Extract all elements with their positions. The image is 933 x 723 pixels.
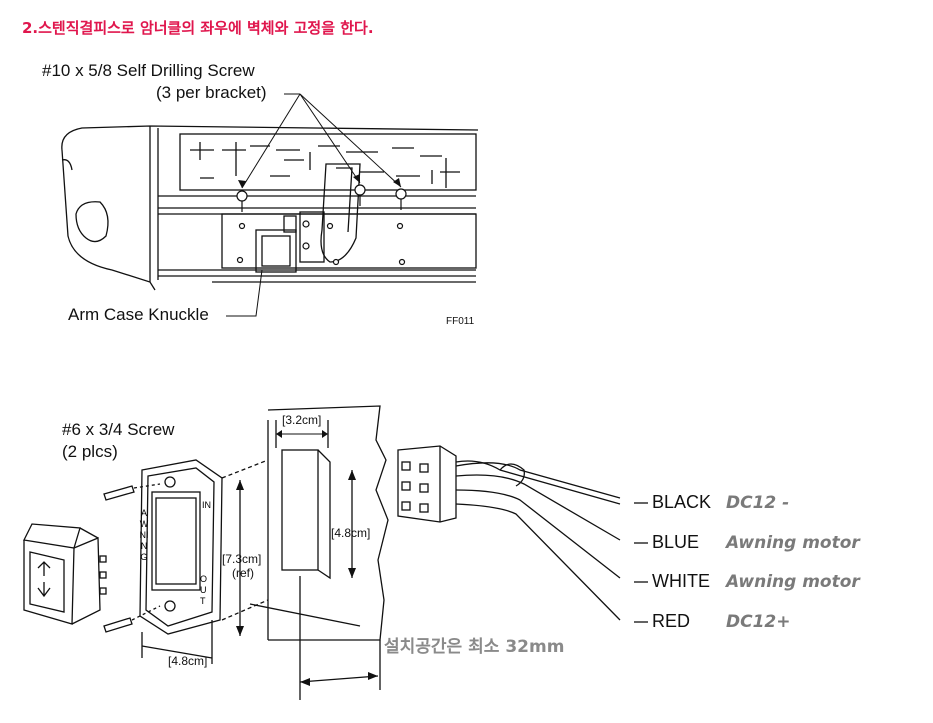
wire-black-function: DC12 -	[726, 493, 790, 513]
step-heading: 2.스텐직결피스로 암너클의 좌우에 벽체와 고정을 한다.	[22, 19, 374, 37]
wire-red-function: DC12+	[726, 612, 791, 632]
bezel-out-text: OUT	[200, 574, 208, 606]
dim-bezel-width: [4.8cm]	[168, 654, 208, 668]
screw-note: (3 per bracket)	[156, 83, 267, 102]
knuckle-label: Arm Case Knuckle	[68, 305, 209, 324]
dim-cutout-height: [4.8cm]	[331, 526, 371, 540]
clearance-note: 설치공간은 최소 32mm	[384, 637, 565, 657]
wire-white-label: WHITE	[652, 571, 710, 591]
switch-screw-note: (2 plcs)	[62, 442, 118, 461]
wire-white-function: Awning motor	[726, 572, 860, 592]
screw-label: #10 x 5/8 Self Drilling Screw	[42, 61, 255, 80]
dim-bezel-height: [7.3cm]	[222, 552, 262, 566]
dim-bezel-height-note: (ref)	[232, 566, 254, 580]
dim-cutout-width: [3.2cm]	[282, 413, 322, 427]
wire-red-label: RED	[652, 611, 691, 631]
bezel-in-text: IN	[202, 500, 211, 510]
bezel-awning-text: AWNING	[139, 508, 149, 562]
wire-blue-label: BLUE	[652, 532, 700, 552]
wire-black-label: BLACK	[652, 492, 712, 512]
switch-screw-label: #6 x 3/4 Screw	[62, 420, 175, 439]
figure-code: FF011	[446, 316, 475, 327]
wire-blue-function: Awning motor	[726, 533, 860, 553]
